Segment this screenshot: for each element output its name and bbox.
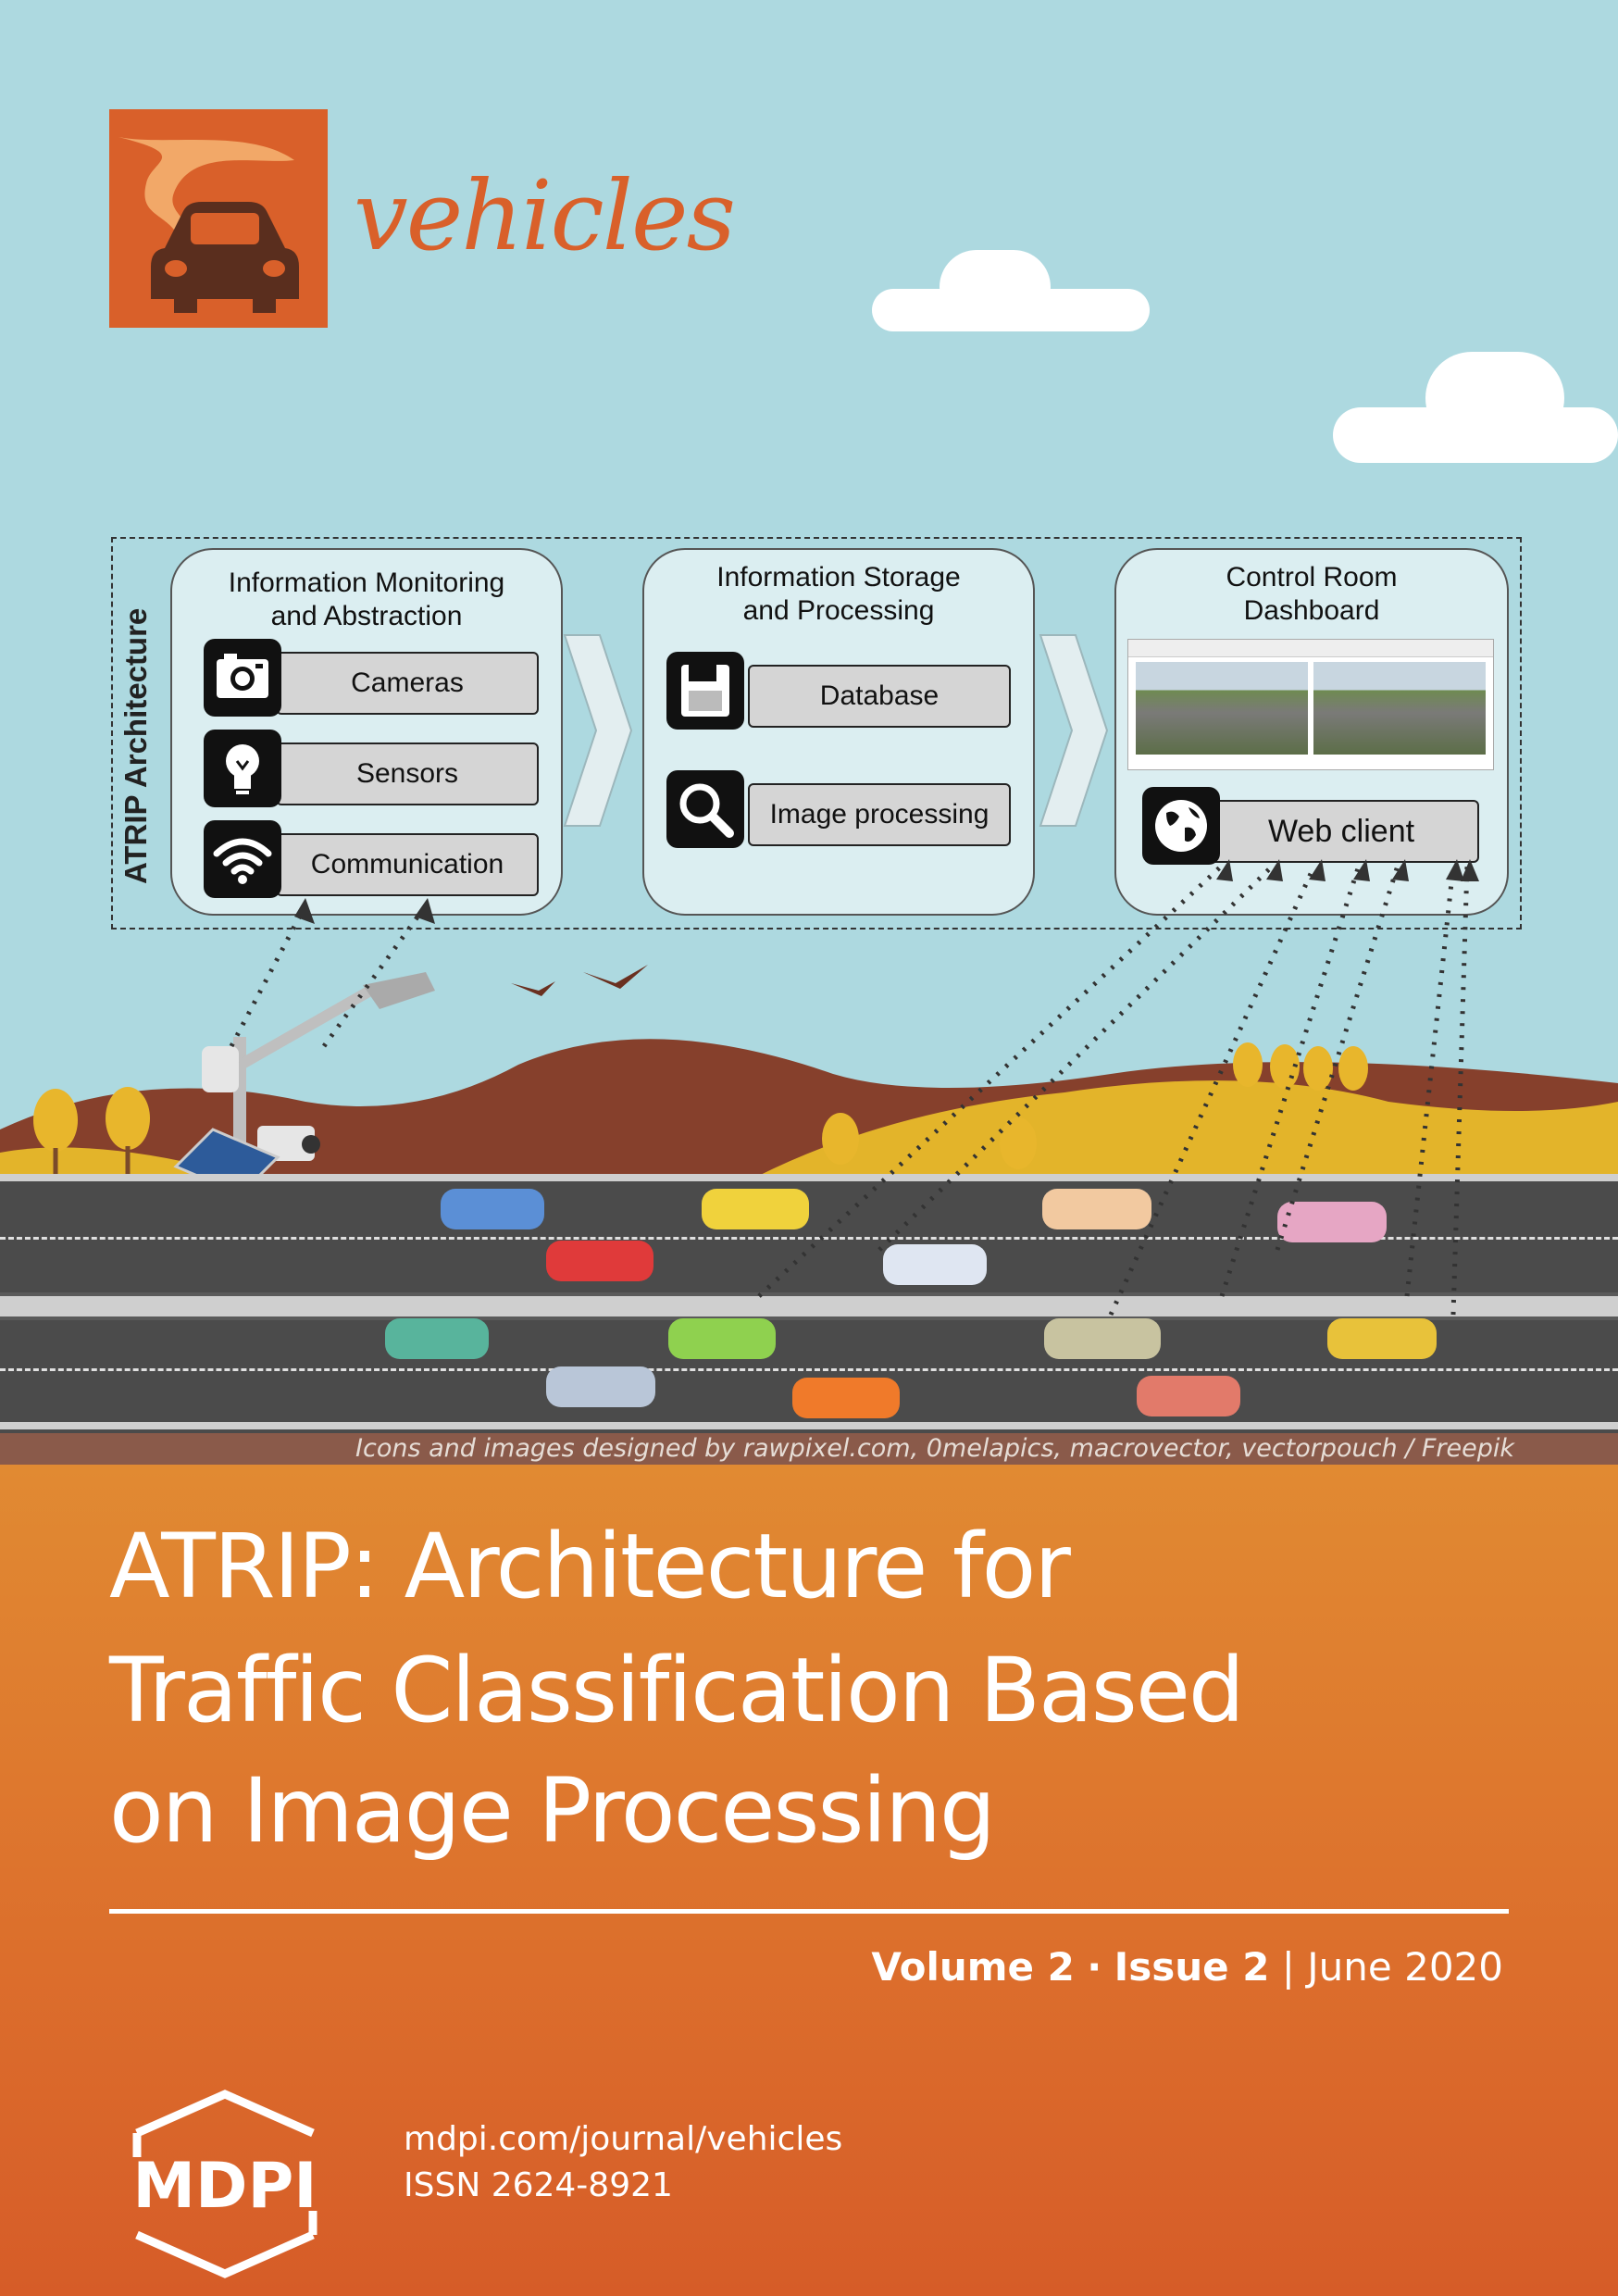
- separator-dot: ·: [1087, 1944, 1102, 1990]
- item-cameras: Cameras: [276, 652, 539, 715]
- chevron-right-icon: [563, 634, 633, 827]
- landscape-illustration: [0, 965, 1618, 1185]
- car: [668, 1318, 776, 1359]
- lightbulb-icon: [204, 730, 281, 807]
- camera-feed: [1136, 662, 1308, 755]
- car: [441, 1189, 544, 1229]
- panel-monitoring: Information Monitoring and Abstraction C…: [170, 548, 563, 916]
- journal-logo: [109, 109, 328, 328]
- panel-title-line: and Abstraction: [270, 601, 463, 631]
- article-title-line: Traffic Classification Based: [109, 1639, 1245, 1742]
- road-edge-line: [0, 1422, 1618, 1429]
- image-credit: Icons and images designed by rawpixel.co…: [355, 1434, 1514, 1463]
- architecture-label: ATRIP Architecture: [118, 607, 153, 884]
- journal-title: vehicles: [354, 159, 736, 272]
- car-road-icon: [118, 137, 299, 313]
- wifi-icon: [204, 820, 281, 898]
- item-communication: Communication: [276, 833, 539, 896]
- car: [1042, 1189, 1151, 1229]
- cloud: [940, 250, 1051, 324]
- cover-footer: [0, 1465, 1618, 2296]
- journal-url[interactable]: mdpi.com/journal/vehicles: [404, 2120, 843, 2158]
- car: [546, 1241, 653, 1281]
- road-edge-line: [0, 1174, 1618, 1181]
- issn: ISSN 2624-8921: [404, 2166, 673, 2204]
- car: [1137, 1376, 1240, 1416]
- mdpi-logo-text: MDPI: [132, 2150, 317, 2223]
- panel-title-line: Control Room: [1226, 562, 1398, 593]
- car: [792, 1378, 900, 1418]
- volume: Volume 2: [871, 1944, 1075, 1990]
- panel-title-line: Information Storage: [716, 562, 961, 593]
- chevron-right-icon: [1039, 634, 1109, 827]
- issue-date: June 2020: [1307, 1944, 1503, 1990]
- article-title-line: ATRIP: Architecture for: [109, 1515, 1071, 1618]
- data-flow-arrows: [229, 859, 1479, 1316]
- title-divider: [109, 1909, 1509, 1914]
- item-sensors: Sensors: [276, 742, 539, 805]
- dashboard-screenshot: [1127, 639, 1494, 770]
- floppy-disk-icon: [666, 652, 744, 730]
- cloud: [1425, 352, 1564, 444]
- magnifier-icon: [666, 770, 744, 848]
- median-barrier: [0, 1292, 1618, 1320]
- panel-title-line: Dashboard: [1243, 595, 1380, 626]
- car: [1044, 1318, 1161, 1359]
- item-web-client: Web client: [1203, 800, 1479, 863]
- car: [1327, 1318, 1437, 1359]
- car: [546, 1366, 655, 1407]
- lane-divider: [0, 1237, 1618, 1240]
- camera-feed: [1313, 662, 1486, 755]
- issue-number: Issue 2: [1114, 1944, 1270, 1990]
- architecture-frame: [111, 537, 1522, 930]
- item-image-processing: Image processing: [748, 783, 1011, 846]
- car: [702, 1189, 809, 1229]
- item-database: Database: [748, 665, 1011, 728]
- mdpi-logo: MDPI: [109, 2087, 341, 2285]
- car: [385, 1318, 489, 1359]
- image-credit-bar: Icons and images designed by rawpixel.co…: [0, 1433, 1618, 1465]
- separator-bar: |: [1281, 1944, 1295, 1990]
- car: [1277, 1202, 1387, 1242]
- issue-info: Volume 2 · Issue 2 | June 2020: [871, 1944, 1503, 1990]
- panel-control-room: Control Room Dashboard Web client: [1114, 548, 1509, 916]
- globe-icon: [1142, 787, 1220, 865]
- car: [883, 1244, 987, 1285]
- panel-storage: Information Storage and Processing Datab…: [642, 548, 1035, 916]
- camera-icon: [204, 639, 281, 717]
- panel-title-line: Information Monitoring: [228, 568, 505, 598]
- panel-title-line: and Processing: [742, 595, 935, 626]
- article-title-line: on Image Processing: [109, 1759, 996, 1863]
- browser-bar: [1128, 640, 1493, 657]
- lane-divider: [0, 1368, 1618, 1371]
